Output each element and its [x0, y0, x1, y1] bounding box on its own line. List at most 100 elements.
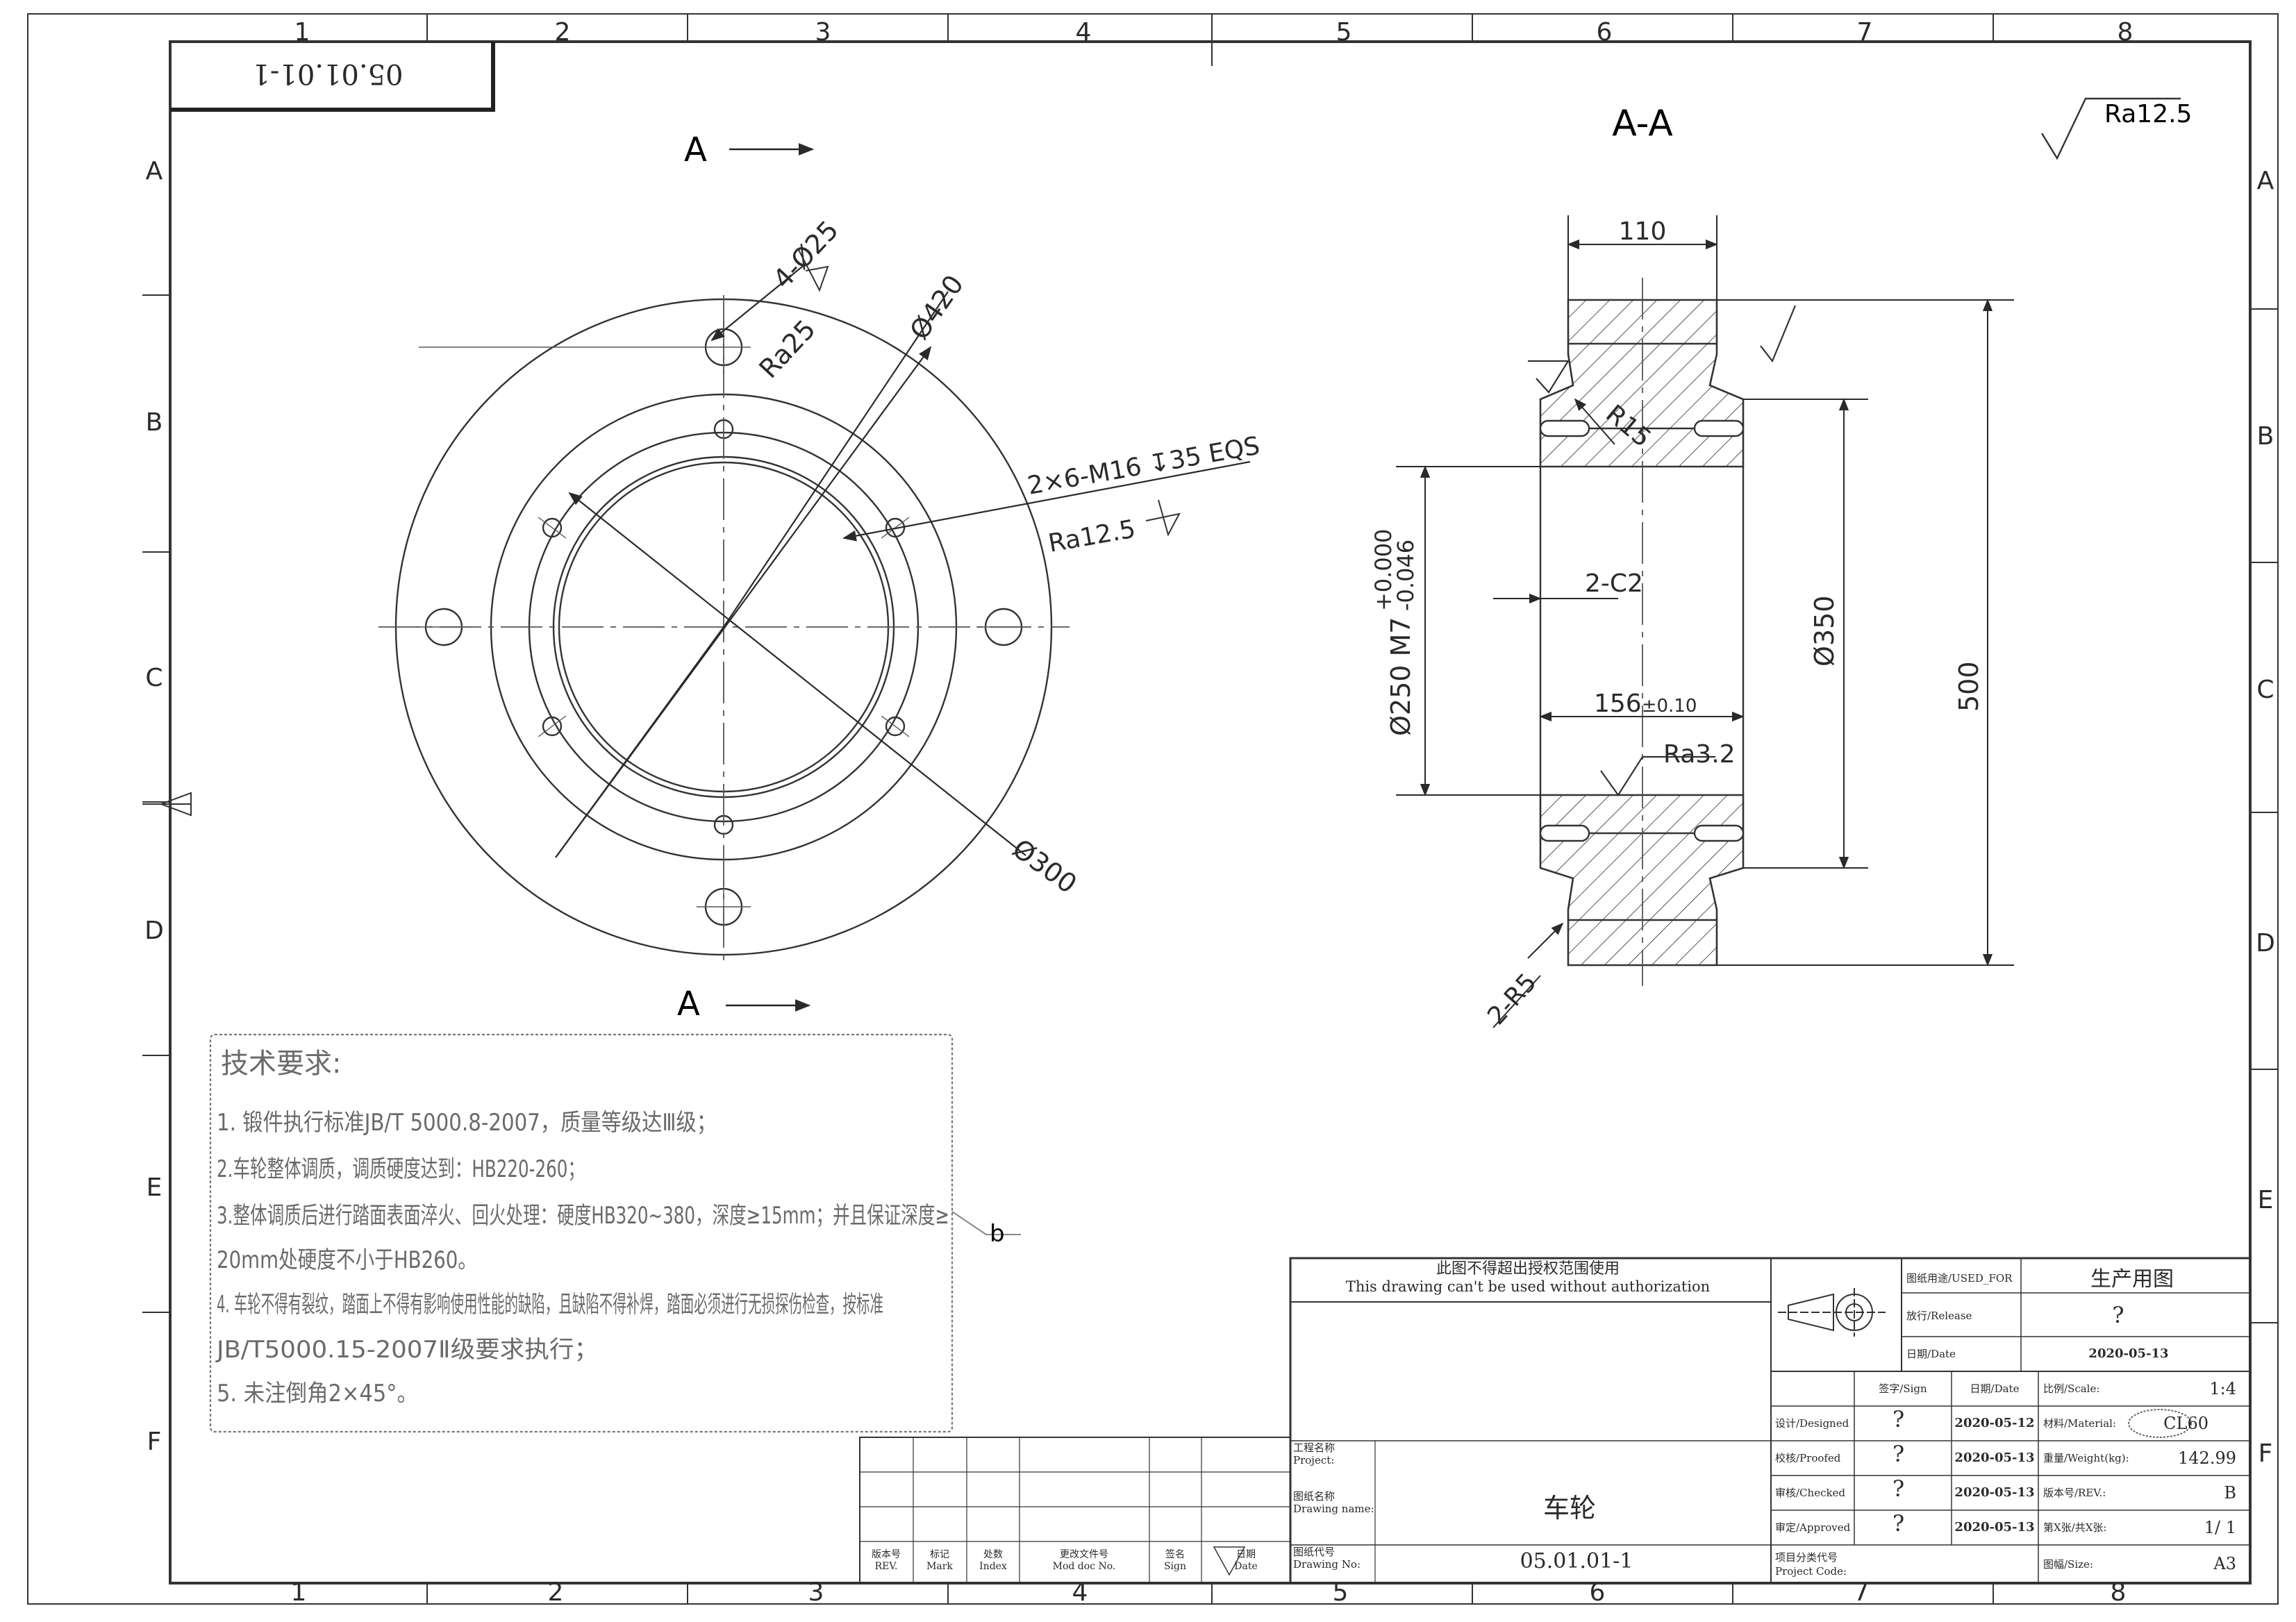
border-numbers-bottom: 1 2 3 4 5 6 7 8	[291, 1578, 2127, 1607]
callout-leader	[951, 1211, 1021, 1235]
centering-mark-icon	[142, 792, 192, 817]
checked-date: 2020-05-13	[1954, 1485, 2034, 1500]
drawing-name-value: 车轮	[1543, 1493, 1596, 1523]
rev-header-en: Mod doc No.	[1053, 1561, 1116, 1572]
tech-req-line: 1. 锻件执行标准JB/T 5000.8-2007，质量等级达Ⅲ级；	[217, 1109, 717, 1137]
checked-sign: ?	[1892, 1475, 1904, 1502]
tech-req-title: 技术要求:	[221, 1048, 341, 1080]
border-letter: A	[146, 157, 163, 185]
tapped-hole	[885, 517, 906, 538]
tapped-hole-section	[1539, 419, 1590, 437]
border-number: 5	[1336, 18, 1352, 47]
project-code-label-cn: 项目分类代号	[1775, 1551, 1838, 1564]
holes-label: 4-Ø25	[767, 215, 844, 294]
corner-code-box: 05.01.01-1	[170, 42, 495, 112]
border-zone-ticks	[142, 14, 2278, 1604]
border-letter: E	[147, 1173, 163, 1202]
tech-req-line: 3.整体调质后进行踏面表面淬火、回火处理：硬度HB320~380，深度≥15mm…	[217, 1202, 949, 1230]
callout-label: b	[990, 1220, 1005, 1248]
roughness-symbol-icon	[1600, 755, 1715, 796]
tech-req-line: 5. 未注倒角2×45°。	[217, 1380, 418, 1407]
date-label: 日期/Date	[1906, 1348, 1956, 1360]
material-label: 材料/Material:	[2043, 1417, 2116, 1430]
border-letter: D	[2256, 929, 2275, 958]
tech-req-line: JB/T5000.15-2007Ⅱ级要求执行；	[215, 1336, 599, 1364]
tapped-roughness: Ra12.5	[1046, 515, 1138, 558]
border-number: 8	[2111, 1578, 2127, 1607]
section-marker-bottom: A	[677, 985, 811, 1023]
designed-date: 2020-05-12	[1954, 1416, 2034, 1430]
roughness-symbol-icon	[2040, 97, 2181, 160]
rev-header-en: Date	[1234, 1561, 1257, 1572]
roughness-symbol-icon	[1760, 305, 1797, 363]
border-letter: E	[2258, 1186, 2274, 1214]
border-number: 4	[1076, 18, 1092, 47]
dim-r5: 2-R5	[1482, 968, 1542, 1030]
release-value: ?	[2112, 1302, 2124, 1328]
wheel-section-bottom	[1539, 794, 1745, 967]
dim-500: 500	[1954, 661, 1984, 712]
pcd-dia-label: Ø300	[1007, 833, 1083, 900]
scale-value: 1:4	[2209, 1379, 2236, 1398]
border-letters-right: A B C D E F	[2256, 167, 2275, 1468]
border-number: 3	[808, 1578, 824, 1607]
rev-header-en: Sign	[1164, 1561, 1186, 1572]
border-number: 2	[555, 18, 571, 47]
section-marker-top: A	[684, 131, 815, 169]
rev-header-cn: 日期	[1236, 1549, 1256, 1560]
used-for-label: 图纸用途/USED_FOR	[1906, 1272, 2013, 1285]
sheet-label: 第X张/共X张:	[2043, 1521, 2106, 1534]
rev-header-cn: 版本号	[872, 1549, 901, 1560]
rev-header-cn: 处数	[983, 1549, 1003, 1560]
border-letter: B	[146, 408, 163, 437]
border-letter: D	[144, 917, 164, 945]
rev-header-en: Mark	[926, 1561, 953, 1572]
drawing-name-label-en: Drawing name:	[1293, 1503, 1374, 1515]
border-letter: F	[2258, 1439, 2273, 1468]
notice-en: This drawing can't be used without autho…	[1346, 1278, 1710, 1295]
border-number: 7	[1854, 1578, 1870, 1607]
dim-156-tol: ±0.10	[1642, 696, 1697, 717]
tapped-hole	[542, 716, 563, 737]
weight-value: 142.99	[2178, 1448, 2236, 1468]
border-number: 6	[1597, 18, 1613, 47]
designed-sign: ?	[1892, 1406, 1904, 1432]
section-title: A-A	[1612, 103, 1673, 144]
notice-cn: 此图不得超出授权范围使用	[1436, 1260, 1620, 1278]
section-letter: A	[677, 985, 700, 1023]
holes-roughness: Ra25	[753, 314, 821, 384]
bore-dim-label: Ø250 M7	[1386, 617, 1416, 736]
dim-156-value: 156	[1594, 689, 1642, 718]
border-letter: C	[2256, 676, 2274, 704]
tech-req-line: 4. 车轮不得有裂纹，踏面上不得有影响使用性能的缺陷，且缺陷不得补焊，踏面必须进…	[217, 1291, 883, 1319]
general-roughness: Ra12.5	[2104, 100, 2192, 128]
bore-roughness: Ra3.2	[1663, 740, 1736, 769]
border-letter: B	[2257, 422, 2274, 451]
rev-value: B	[2224, 1483, 2236, 1503]
front-view-leaders	[555, 263, 1251, 858]
sheet-value: 1/ 1	[2204, 1518, 2236, 1537]
drawing-no-label-cn: 图纸代号	[1293, 1546, 1335, 1558]
rev-header-cn: 签名	[1165, 1548, 1185, 1560]
border-number: 3	[815, 18, 831, 47]
outer-dia-label: Ø420	[904, 269, 970, 345]
bore-tol-upper: +0.000	[1370, 529, 1397, 611]
date-header: 日期/Date	[1970, 1382, 2020, 1395]
tech-requirements: 技术要求: 1. 锻件执行标准JB/T 5000.8-2007，质量等级达Ⅲ级；…	[209, 1033, 1021, 1433]
release-label: 放行/Release	[1906, 1310, 1972, 1322]
section-view: A-A Ra12.5	[1370, 97, 2192, 1030]
approved-label: 审定/Approved	[1775, 1521, 1851, 1534]
tapped-hole-section	[1693, 419, 1745, 437]
border-number: 6	[1590, 1578, 1606, 1607]
rev-header-en: Index	[979, 1561, 1007, 1572]
approved-date: 2020-05-13	[1954, 1520, 2034, 1535]
border-number: 4	[1072, 1578, 1088, 1607]
border-letter: C	[145, 664, 163, 692]
weight-label: 重量/Weight(kg):	[2043, 1452, 2129, 1464]
roughness-symbols-front	[798, 249, 1181, 537]
project-label-cn: 工程名称	[1293, 1441, 1335, 1454]
title-block: 此图不得超出授权范围使用 This drawing can't be used …	[859, 1257, 2252, 1585]
tapped-hole	[542, 517, 563, 538]
rev-header-en: REV.	[875, 1561, 898, 1572]
